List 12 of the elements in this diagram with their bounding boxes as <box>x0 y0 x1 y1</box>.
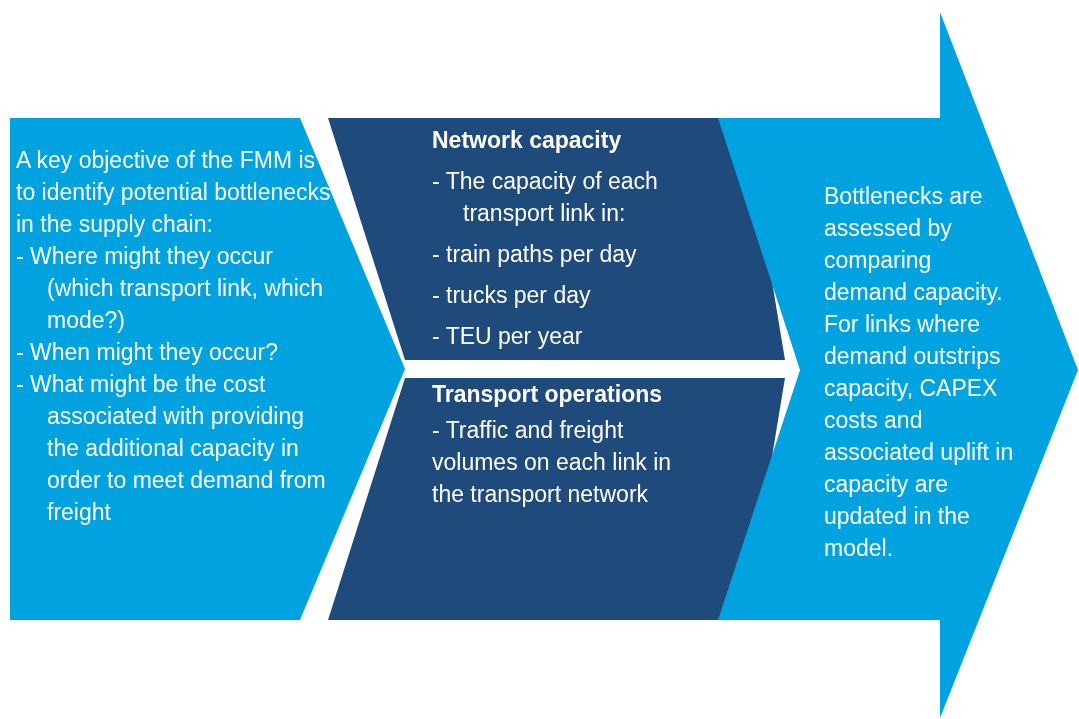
bullet-item: - train paths per day <box>432 240 638 269</box>
bullet-item: - TEU per year <box>432 322 584 351</box>
bullet-item: - trucks per day <box>432 281 592 310</box>
bullet-item: - When might they occur? <box>16 338 280 367</box>
heading: Network capacity <box>432 126 623 155</box>
bullet-item: - The capacity of each transport link in: <box>432 167 659 228</box>
paragraph: A key objective of the FMM is to identify potential bottlenecks in the supply chain: <box>16 146 332 239</box>
paragraph: - Traffic and freight volumes on each link in the transport network <box>432 416 673 509</box>
paragraph: Bottlenecks are assessed by comparing demand capacity. For links where demand outstrips capacity, CAPEX costs and associated uplift in capacity are updated in the model. <box>824 182 1014 563</box>
bullet-item: - Where might they occur (which transport link, which mode?) <box>16 242 325 335</box>
bullet-item: - What might be the cost associated with providing the additional capacity in order to meet demand from freight <box>16 370 327 527</box>
heading: Transport operations <box>432 380 664 409</box>
